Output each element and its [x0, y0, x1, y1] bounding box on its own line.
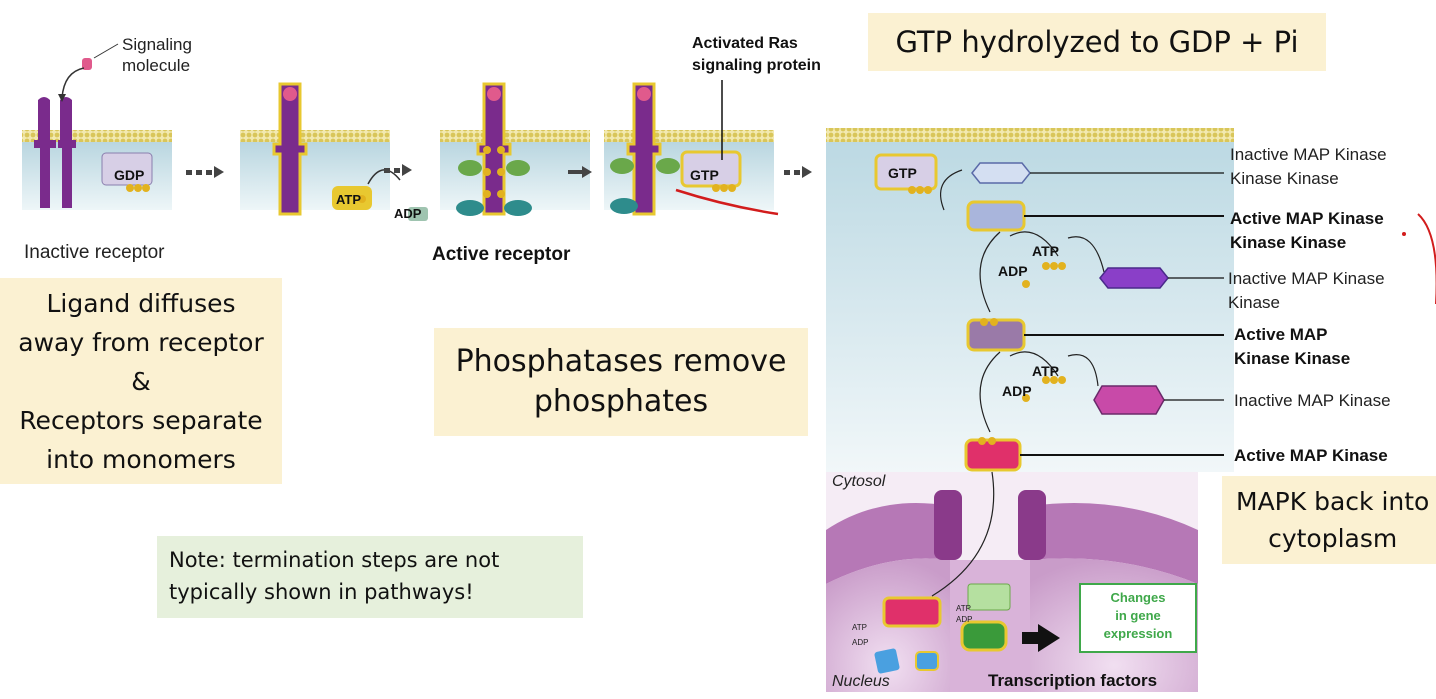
- panel-ras-activation: [604, 80, 779, 216]
- mapk-back-note: MAPK back into cytoplasm: [1222, 476, 1436, 564]
- panel-dimer-receptor: [240, 82, 428, 221]
- transcription-factors-label: Transcription factors: [988, 671, 1157, 690]
- atp-label-1: ATP: [336, 192, 361, 207]
- adp-small-1: ADP: [852, 638, 868, 647]
- nucleus-panel: [826, 471, 1198, 692]
- atp-label-3: ATP: [1032, 363, 1059, 379]
- phosphatases-note: Phosphatases remove phosphates: [434, 328, 808, 436]
- active-mapk-label: Active MAP Kinase: [1234, 446, 1388, 465]
- adp-label-1: ADP: [394, 206, 422, 221]
- panel-inactive-receptor: [22, 43, 172, 210]
- cytosol-label: Cytosol: [832, 473, 886, 490]
- adp-label-2: ADP: [998, 263, 1028, 279]
- ligand-diffuses-note: Ligand diffuses away from receptor & Rec…: [0, 278, 282, 484]
- cascade-panel: [826, 128, 1436, 472]
- gdp-label: GDP: [114, 167, 144, 183]
- panel-active-receptor: [440, 82, 590, 216]
- atp-small-1: ATP: [852, 623, 867, 632]
- adp-label-3: ADP: [1002, 383, 1032, 399]
- adp-small-2: ADP: [956, 615, 972, 624]
- atp-small-2: ATP: [956, 604, 971, 613]
- inactive-receptor-label: Inactive receptor: [24, 242, 165, 263]
- gtp-label-2: GTP: [888, 165, 917, 181]
- termination-note: Note: termination steps are not typicall…: [157, 536, 583, 618]
- gtp-hydrolyzed-note: GTP hydrolyzed to GDP + Pi: [868, 13, 1326, 71]
- atp-label-2: ATP: [1032, 243, 1059, 259]
- gtp-label-1: GTP: [690, 167, 719, 183]
- active-receptor-label: Active receptor: [432, 244, 571, 265]
- inactive-mapk-label: Inactive MAP Kinase: [1234, 391, 1391, 410]
- nucleus-label: Nucleus: [832, 673, 890, 690]
